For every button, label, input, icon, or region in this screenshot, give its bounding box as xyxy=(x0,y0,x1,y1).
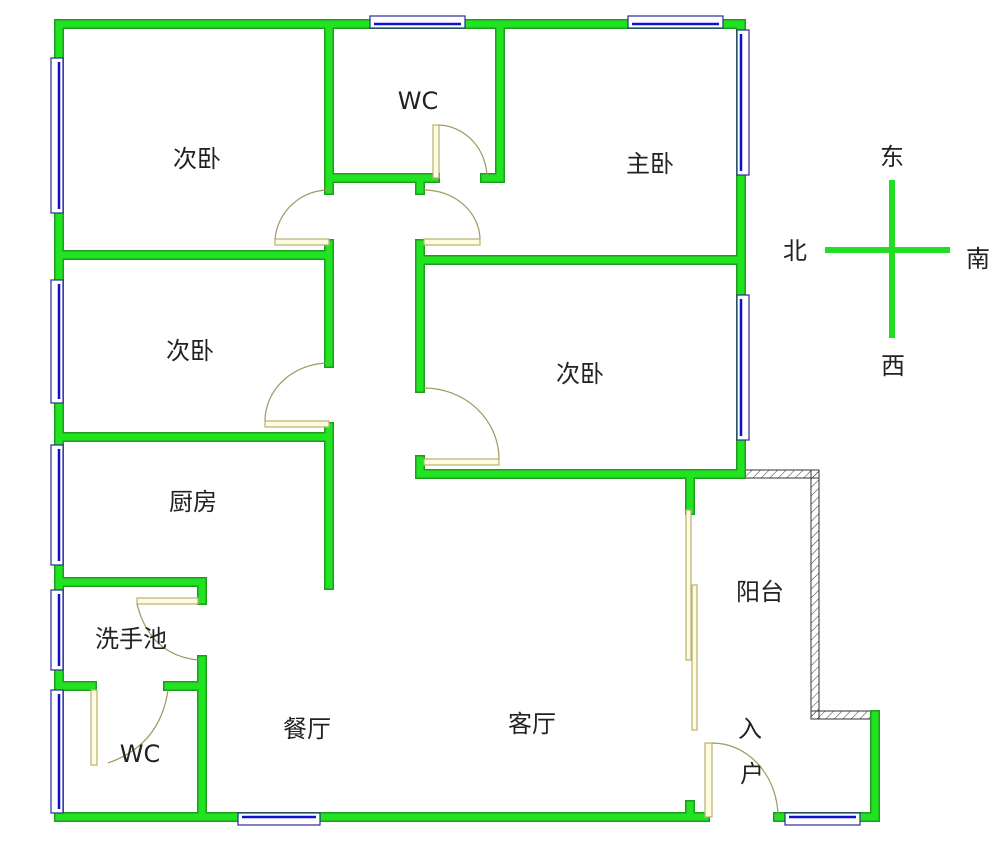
window xyxy=(784,812,861,826)
door-wc-top[interactable] xyxy=(432,124,488,179)
compass-west: 西 xyxy=(881,352,905,380)
compass-east: 东 xyxy=(880,143,904,171)
label-bedroom-nw: 次卧 xyxy=(173,145,221,173)
label-washbasin: 洗手池 xyxy=(95,625,167,653)
window xyxy=(50,279,64,404)
windows xyxy=(50,15,861,826)
doors xyxy=(90,124,779,818)
door-wc-bottom[interactable] xyxy=(90,689,169,766)
label-entrance-1: 入 xyxy=(738,715,762,743)
window xyxy=(369,15,466,29)
door-bedroom-nw[interactable] xyxy=(274,189,330,246)
label-living-room: 客厅 xyxy=(508,710,556,738)
label-kitchen: 厨房 xyxy=(169,488,217,516)
door-master-bedroom[interactable] xyxy=(423,189,481,246)
room-labels: 次卧 WC 主卧 次卧 次卧 厨房 阳台 洗手池 WC 餐厅 客厅 入 户 xyxy=(95,87,784,788)
compass-south: 南 xyxy=(966,245,990,273)
label-balcony: 阳台 xyxy=(736,578,784,606)
window xyxy=(50,444,64,566)
compass-north: 北 xyxy=(783,237,807,265)
label-bedroom-center: 次卧 xyxy=(556,360,604,388)
label-master-bedroom: 主卧 xyxy=(626,150,674,178)
window xyxy=(237,812,321,826)
label-wc-top: WC xyxy=(398,87,439,115)
window xyxy=(627,15,724,29)
window xyxy=(50,689,64,814)
label-entrance-2: 户 xyxy=(740,760,764,788)
label-bedroom-w: 次卧 xyxy=(166,337,214,365)
walls xyxy=(54,19,880,822)
door-entrance[interactable] xyxy=(704,742,779,818)
compass: 东 北 南 西 xyxy=(783,143,990,380)
label-dining-room: 餐厅 xyxy=(283,715,331,743)
sliding-door-balcony[interactable] xyxy=(685,509,698,731)
door-bedroom-w[interactable] xyxy=(264,362,330,428)
door-bedroom-center[interactable] xyxy=(423,387,500,466)
window xyxy=(50,57,64,214)
window xyxy=(50,589,64,671)
door-washbasin[interactable] xyxy=(136,597,199,661)
window xyxy=(736,294,750,441)
window xyxy=(736,29,750,176)
label-wc-bottom: WC xyxy=(120,740,161,768)
